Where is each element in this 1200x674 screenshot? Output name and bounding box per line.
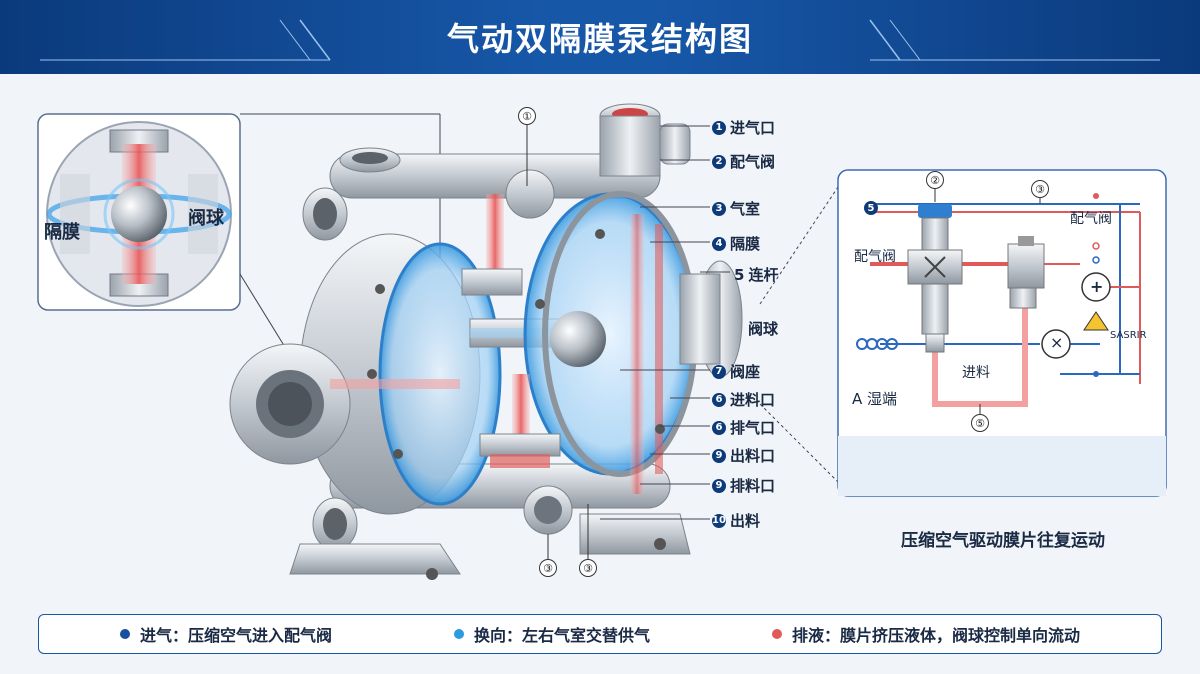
pump-marker-top: ①	[518, 107, 536, 125]
schematic-marker-2: ②	[926, 171, 944, 189]
schematic-tag: SASRIR	[1110, 330, 1147, 341]
schematic-marker-3: ③	[1031, 180, 1049, 198]
header-bar: 气动双隔膜泵结构图	[0, 0, 1200, 74]
schematic-marker-5: ⑤	[971, 414, 989, 432]
zoom-inset	[37, 113, 241, 311]
pump-valve-ball	[550, 311, 606, 367]
pump-marker-bottom-left: ③	[539, 559, 557, 577]
legend-dot-reverse	[453, 629, 464, 639]
legend-dot-liquid	[771, 629, 782, 639]
schematic-label-right-valve: 配气阀	[1070, 211, 1112, 227]
page-title: 气动双隔膜泵结构图	[446, 20, 753, 58]
legend-dot-air	[119, 629, 130, 639]
legend-bar: 进气：压缩空气进入配气阀 换向：左右气室交替供气 排液：膜片挤压液体，阀球控制单…	[38, 614, 1162, 654]
pump-diagram	[37, 103, 1167, 580]
legend-item-discharge: 排液：膜片挤压液体，阀球控制单向流动	[771, 622, 1080, 646]
schematic-plus-symbol: +	[1090, 277, 1104, 296]
legend-item-reversing: 换向：左右气室交替供气	[453, 622, 650, 646]
header-decoration-right	[869, 19, 1160, 61]
schematic-caption: 压缩空气驱动膜片往复运动	[901, 530, 1105, 551]
schematic-label-feed: 进料	[962, 365, 990, 381]
schematic-label-left-valve: 配气阀	[854, 249, 896, 265]
header-decoration-left	[40, 19, 331, 61]
schematic-panel	[837, 169, 1167, 497]
schematic-corner-marker: 5	[864, 201, 878, 215]
pump-marker-bottom-right: ③	[579, 559, 597, 577]
pump-body	[229, 103, 743, 580]
zoom-label-diaphragm: 隔膜	[44, 222, 80, 243]
schematic-label-wet-end: A 湿端	[852, 390, 898, 408]
legend-item-air-intake: 进气：压缩空气进入配气阀	[119, 622, 332, 646]
zoom-valve-ball	[111, 186, 167, 242]
zoom-label-valve-ball: 阀球	[188, 208, 224, 229]
schematic-times-symbol: ×	[1050, 333, 1064, 352]
callout-leaders	[600, 125, 730, 520]
callout-valve-ball: 阀球	[748, 320, 779, 338]
